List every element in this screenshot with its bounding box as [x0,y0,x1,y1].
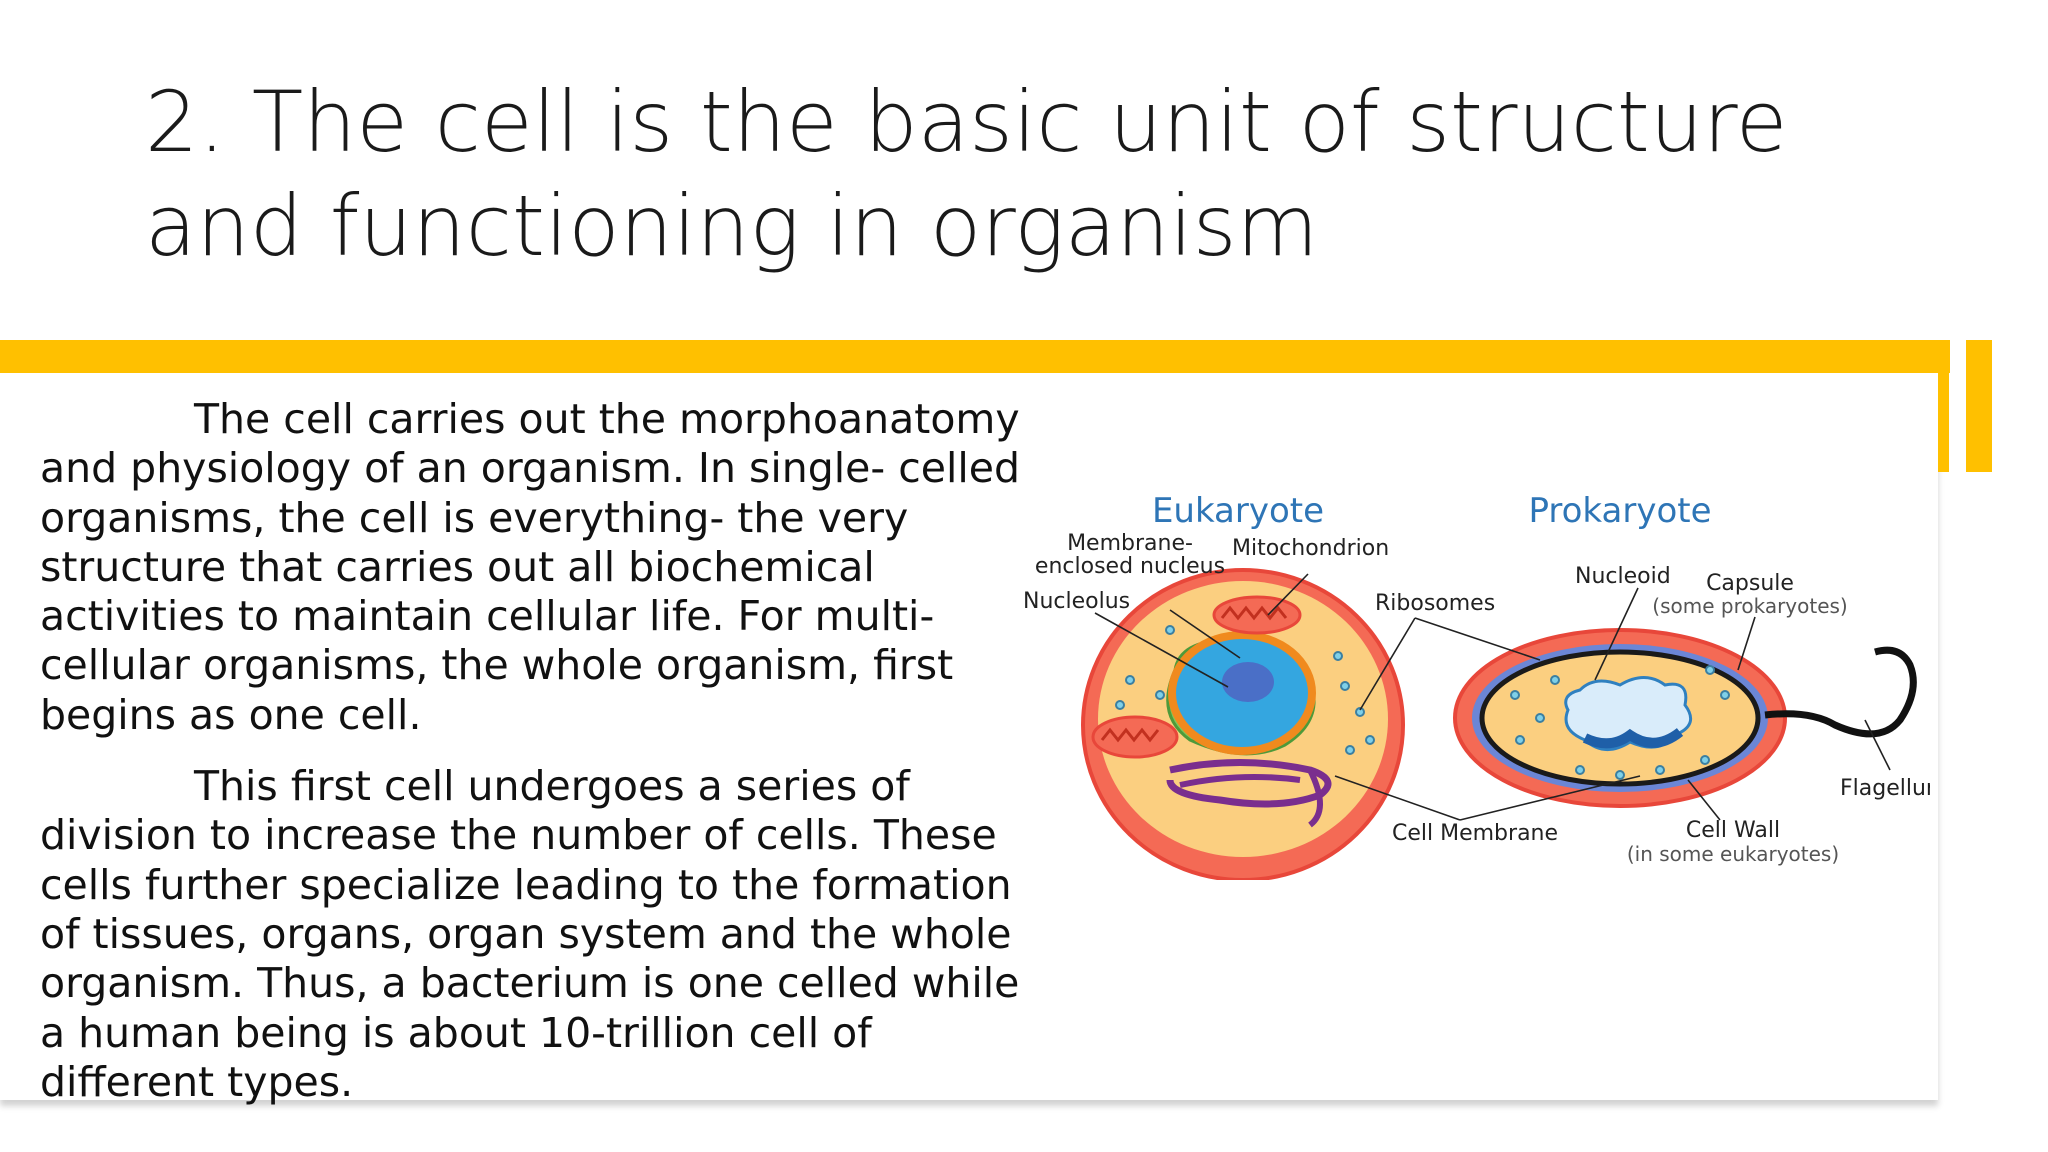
slide-title: 2. The cell is the basic unit of structu… [145,73,1788,275]
eukaryote-cell-illustration [1081,568,1405,880]
leader-lines [1094,573,1891,821]
paragraph-1: The cell carries out the morphoanatomy a… [40,395,1020,739]
label-cell-wall-note: (in some eukaryotes) [1627,842,1839,866]
label-cell-membrane: Cell Membrane [1392,821,1558,846]
label-ribosomes: Ribosomes [1375,591,1495,616]
cell-diagram: Eukaryote Prokaryote Membrane- enclosed … [1023,491,1930,880]
eukaryote-heading: Eukaryote [1152,491,1324,531]
paragraph-2: This first cell undergoes a series of di… [40,762,1020,1106]
body-text: The cell carries out the morphoanatomy a… [40,395,1020,1107]
accent-strip-thick [1966,340,1992,472]
label-mitochondrion: Mitochondrion [1232,536,1389,561]
label-membrane-line1: Membrane- [1067,531,1193,556]
label-capsule-note: (some prokaryotes) [1652,594,1847,618]
accent-bar [0,340,1950,373]
prokaryote-heading: Prokaryote [1528,491,1711,531]
label-nucleoid: Nucleoid [1575,564,1671,589]
label-flagellum: Flagellum [1840,776,1930,801]
label-cell-wall: Cell Wall [1686,818,1780,843]
label-membrane-line2: enclosed nucleus [1035,554,1225,579]
accent-strip-thin [1938,340,1949,472]
label-nucleolus: Nucleolus [1023,589,1130,614]
prokaryote-cell-illustration [1453,628,1917,808]
label-capsule: Capsule [1706,571,1794,596]
